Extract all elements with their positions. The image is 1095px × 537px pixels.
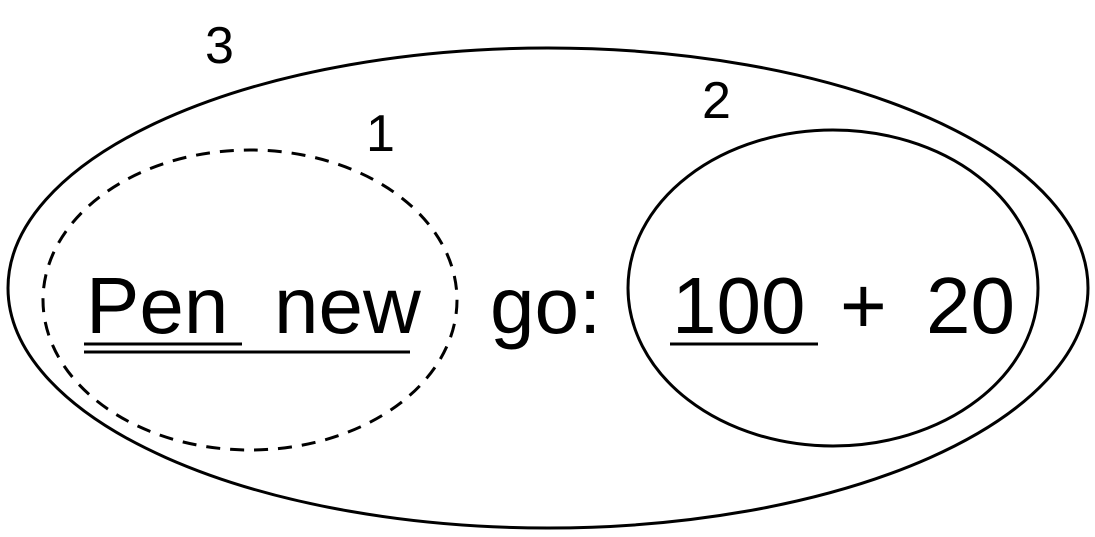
receiver-label: 1 — [366, 105, 395, 163]
keyword-text: go: — [490, 261, 601, 350]
outer-label: 3 — [205, 17, 234, 75]
receiver-message-text: new — [274, 261, 421, 350]
outer-message-ellipse — [6, 46, 1090, 530]
argument-label: 2 — [702, 72, 731, 130]
receiver-ellipse — [41, 148, 459, 452]
argument-ellipse — [626, 128, 1040, 448]
arg-operator-text: + — [840, 261, 887, 350]
receiver-class-text: Pen — [86, 261, 228, 350]
arg-receiver-text: 100 — [672, 261, 805, 350]
arg-operand-text: 20 — [926, 261, 1015, 350]
